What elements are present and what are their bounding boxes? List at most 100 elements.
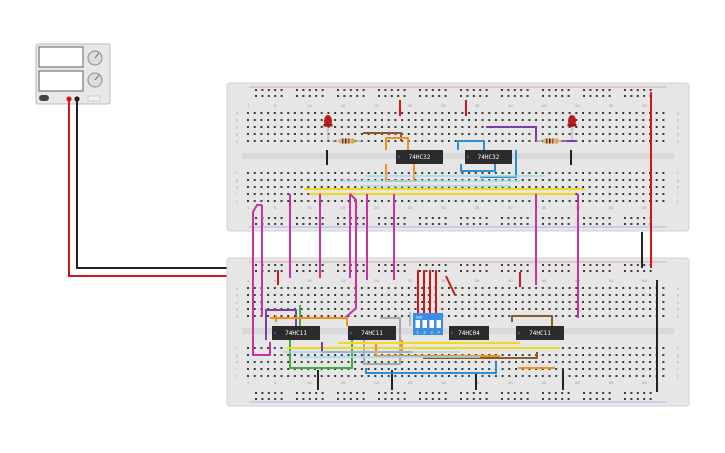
column-number: 60 [642,278,647,283]
column-number: 25 [408,278,413,283]
bottom-blue-1[interactable] [365,362,497,374]
led-right[interactable] [567,115,577,127]
row-letter: f [677,171,679,176]
row-letter: j [235,199,237,204]
chip-u4-74hc11[interactable]: 74HC11 [348,326,396,340]
column-number: 20 [374,278,379,283]
dip-toggle-2[interactable] [422,320,428,328]
column-number: 40 [508,205,513,210]
column-number: 15 [341,103,346,108]
row-letter: e [677,139,680,144]
row-letter: d [236,132,238,137]
resistor-right-link[interactable] [486,126,537,141]
chip-label: 74HC04 [458,330,480,337]
row-letter: b [236,293,239,298]
chip-u2-74hc32[interactable]: 74HC32 [465,150,512,164]
row-letter: g [677,353,679,358]
row-letter: d [677,307,679,312]
bottom-brown-1[interactable] [423,352,538,359]
row-letter: e [236,139,239,144]
power-switch[interactable] [39,95,49,101]
chip-label: 74HC11 [529,330,551,337]
bottom-green-2[interactable] [289,340,353,369]
row-letter: e [677,314,680,319]
row-letter: i [236,192,237,197]
top-orange-loop-1[interactable] [385,137,409,150]
bottom-orange-4[interactable] [375,344,500,357]
led-left[interactable] [323,115,333,127]
dip-position-2: 2 [424,330,427,335]
column-number: 45 [542,205,547,210]
row-letter: h [236,185,238,190]
magenta-bend-a[interactable] [344,193,357,319]
chip-u3-74hc11[interactable]: 74HC11 [272,326,320,340]
column-number: 10 [307,278,312,283]
row-letter: c [677,125,679,130]
row-letter: c [677,300,679,305]
row-letter: a [236,111,239,116]
bottom-brown-2[interactable] [511,315,553,326]
top-blue-loop-2[interactable] [460,164,496,172]
dip-on-label: ON [416,315,422,320]
column-number: 15 [341,380,346,385]
row-letter: a [677,286,680,291]
column-number: 55 [609,205,614,210]
row-letter: a [236,286,239,291]
row-letter: a [677,111,680,116]
psu-red-lead[interactable] [68,101,256,277]
column-number: 25 [408,380,413,385]
top-blue-loop-1[interactable] [457,140,485,150]
column-number: 1 [247,103,250,108]
column-number: 30 [441,380,446,385]
resistor-right[interactable] [536,138,567,144]
column-number: 45 [542,380,547,385]
chip-label: 74HC32 [409,154,431,161]
top-blue-loop-3[interactable] [480,150,517,178]
magenta-cross-0[interactable] [252,204,271,356]
row-letter: b [677,293,680,298]
chip-label: 74HC11 [285,330,307,337]
dip-toggle-3[interactable] [429,320,435,328]
column-number: 60 [642,205,647,210]
row-letter: c [236,125,238,130]
dip-switch[interactable]: ON 1 2 3 4 [413,313,443,335]
column-number: 30 [441,205,446,210]
column-number: 5 [274,103,277,108]
column-number: 20 [374,380,379,385]
chip-u1-74hc32[interactable]: 74HC32 [396,150,443,164]
column-number: 30 [441,103,446,108]
column-number: 5 [274,278,277,283]
bottom-red-tap-3[interactable] [445,275,456,296]
column-number: 60 [642,103,647,108]
row-letter: h [236,360,238,365]
row-letter: f [236,346,238,351]
dip-toggle-1[interactable] [415,320,421,328]
dip-toggle-4[interactable] [436,320,442,328]
column-number: 20 [374,103,379,108]
bottom-gray-1[interactable] [363,317,401,365]
column-number: 1 [247,205,250,210]
psu-negative-terminal[interactable] [74,96,80,102]
column-number: 40 [508,278,513,283]
power-supply[interactable] [35,43,111,105]
column-number: 15 [341,205,346,210]
column-number: 40 [508,103,513,108]
column-number: 20 [374,205,379,210]
column-number: 35 [475,278,480,283]
chip-label: 74HC32 [478,154,500,161]
resistor-left[interactable] [332,138,363,144]
psu-black-lead[interactable] [76,101,256,269]
psu-positive-terminal[interactable] [66,96,72,102]
column-number: 35 [475,103,480,108]
row-letter: j [676,374,678,379]
chip-u6-74hc11[interactable]: 74HC11 [516,326,564,340]
row-letter: j [235,374,237,379]
chip-u5-74hc04[interactable]: 74HC04 [449,326,489,340]
column-number: 5 [274,380,277,385]
chip-label: 74HC11 [361,330,383,337]
row-letter: e [236,314,239,319]
bottom-orange-2[interactable] [270,317,348,326]
column-number: 60 [642,380,647,385]
